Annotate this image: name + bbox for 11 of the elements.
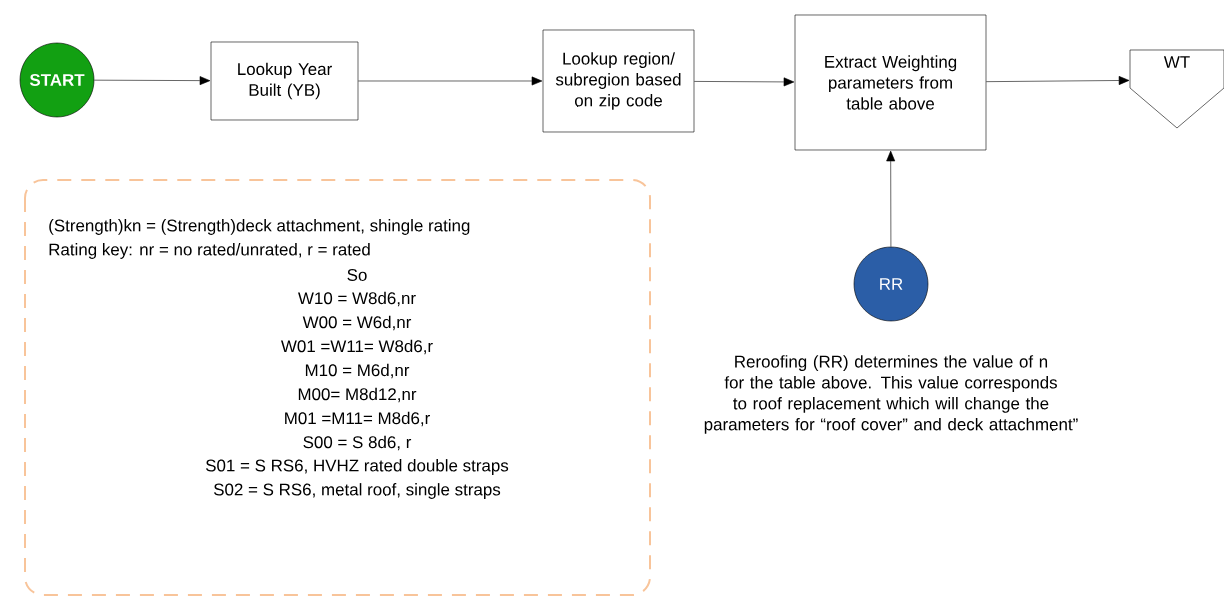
process-box: Lookup Year Built (YB): [210, 41, 359, 121]
off-page-connector: WT: [1129, 49, 1224, 129]
arrow: [358, 76, 543, 86]
note-text: Reroofing (RR) determines the value of n for the table above. This value corresponds to roof replacement which will change the parameters for “roof cover” and deck attachment”: [704, 355, 1078, 434]
note-box: (Strength)kn = (Strength)deck attachment, shingle rating Rating key: nr = no rated/unrated, r = rated So W10 = W8d6,nr W00 = W6d,nr W01 =W11= W8d6,r M10 = M6d,nr M00= M8d12,nr M01 =M11= M8d6,r S00 = S 8d6, r S01 = S RS6, HVHZ rated double straps S02 = S RS6, metal roof, single straps: [24, 179, 651, 596]
arrow: [986, 76, 1130, 85]
arrow: [886, 150, 896, 247]
arrow: [94, 76, 211, 86]
process-box: Lookup region/ subregion based on zip code: [542, 29, 695, 133]
arrow: [694, 77, 795, 87]
process-box: Extract Weighting parameters from table above: [794, 14, 987, 151]
